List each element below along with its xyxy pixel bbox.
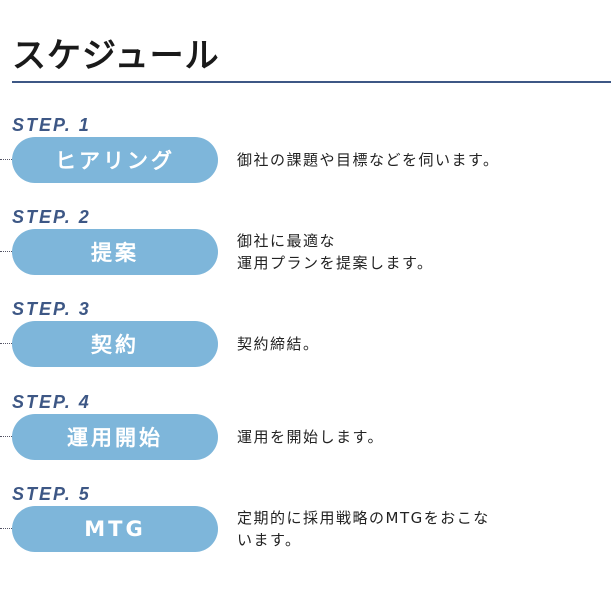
step-2: STEP. 2 提案 御社に最適な 運用プランを提案します。	[0, 207, 611, 299]
step-4: STEP. 4 運用開始 運用を開始します。	[0, 392, 611, 484]
connector-line	[0, 436, 12, 437]
connector-line	[0, 343, 12, 344]
step-label: STEP. 4	[12, 392, 91, 412]
step-3: STEP. 3 契約 契約締結。	[0, 299, 611, 391]
step-description: 御社に最適な 運用プランを提案します。	[237, 232, 434, 272]
step-pill: 運用開始	[12, 414, 218, 460]
step-pill: 提案	[12, 229, 218, 275]
connector-line	[0, 528, 12, 529]
step-label: STEP. 1	[12, 115, 91, 135]
step-label: STEP. 5	[12, 484, 91, 504]
connector-line	[0, 159, 12, 160]
step-description: 御社の課題や目標などを伺います。	[237, 151, 500, 169]
step-label: STEP. 3	[12, 299, 91, 319]
step-description: 契約締結。	[237, 335, 320, 353]
title-underline	[12, 81, 611, 83]
step-pill: MTG	[12, 506, 218, 552]
step-pill: 契約	[12, 321, 218, 367]
page-title: スケジュール	[12, 36, 220, 76]
step-description: 運用を開始します。	[237, 428, 385, 446]
connector-line	[0, 251, 12, 252]
step-5: STEP. 5 MTG 定期的に採用戦略のMTGをおこな います。	[0, 484, 611, 576]
step-label: STEP. 2	[12, 207, 91, 227]
step-pill: ヒアリング	[12, 137, 218, 183]
step-1: STEP. 1 ヒアリング 御社の課題や目標などを伺います。	[0, 115, 611, 207]
step-description: 定期的に採用戦略のMTGをおこな います。	[237, 509, 490, 549]
